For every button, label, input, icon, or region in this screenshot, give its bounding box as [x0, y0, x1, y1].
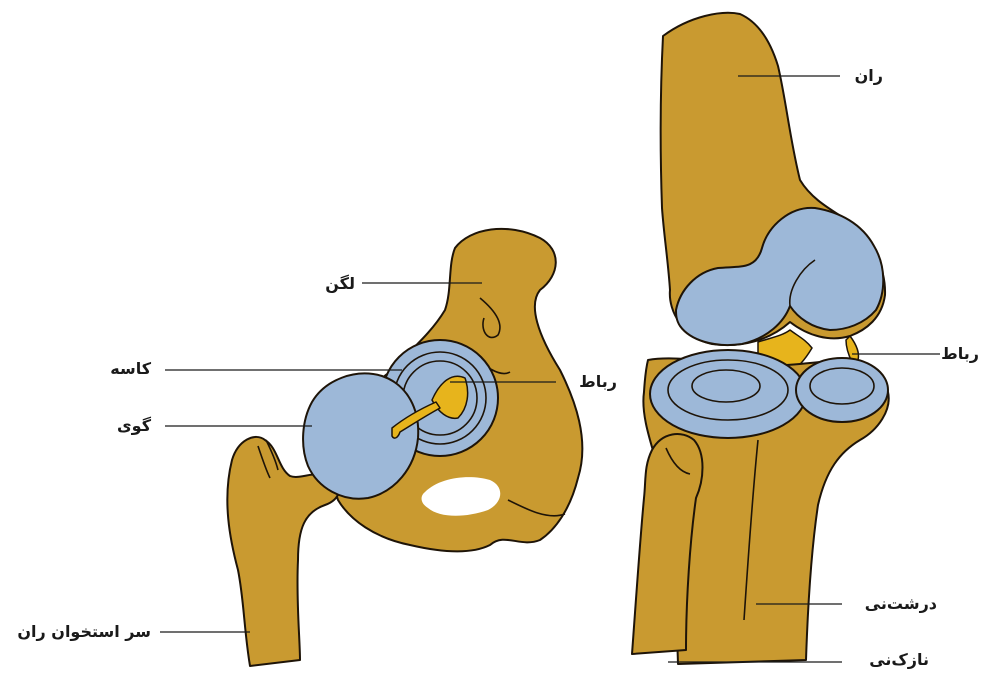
label-tibia: درشت‌نی	[865, 594, 937, 614]
label-femur: ران	[855, 66, 883, 86]
label-femur-head: سر استخوان ران	[17, 622, 151, 642]
label-pelvis: لگن	[325, 274, 355, 294]
tibial-plateau-left	[650, 350, 806, 438]
hip-joint	[160, 229, 582, 666]
label-fibula: نازک‌نی	[869, 650, 929, 670]
label-knee-ligament: رباط	[941, 344, 979, 364]
label-ball: گوی	[117, 416, 151, 436]
knee-joint	[632, 13, 940, 664]
label-acetabulum: کاسه	[110, 359, 151, 379]
label-hip-ligament: رباط	[579, 372, 617, 392]
